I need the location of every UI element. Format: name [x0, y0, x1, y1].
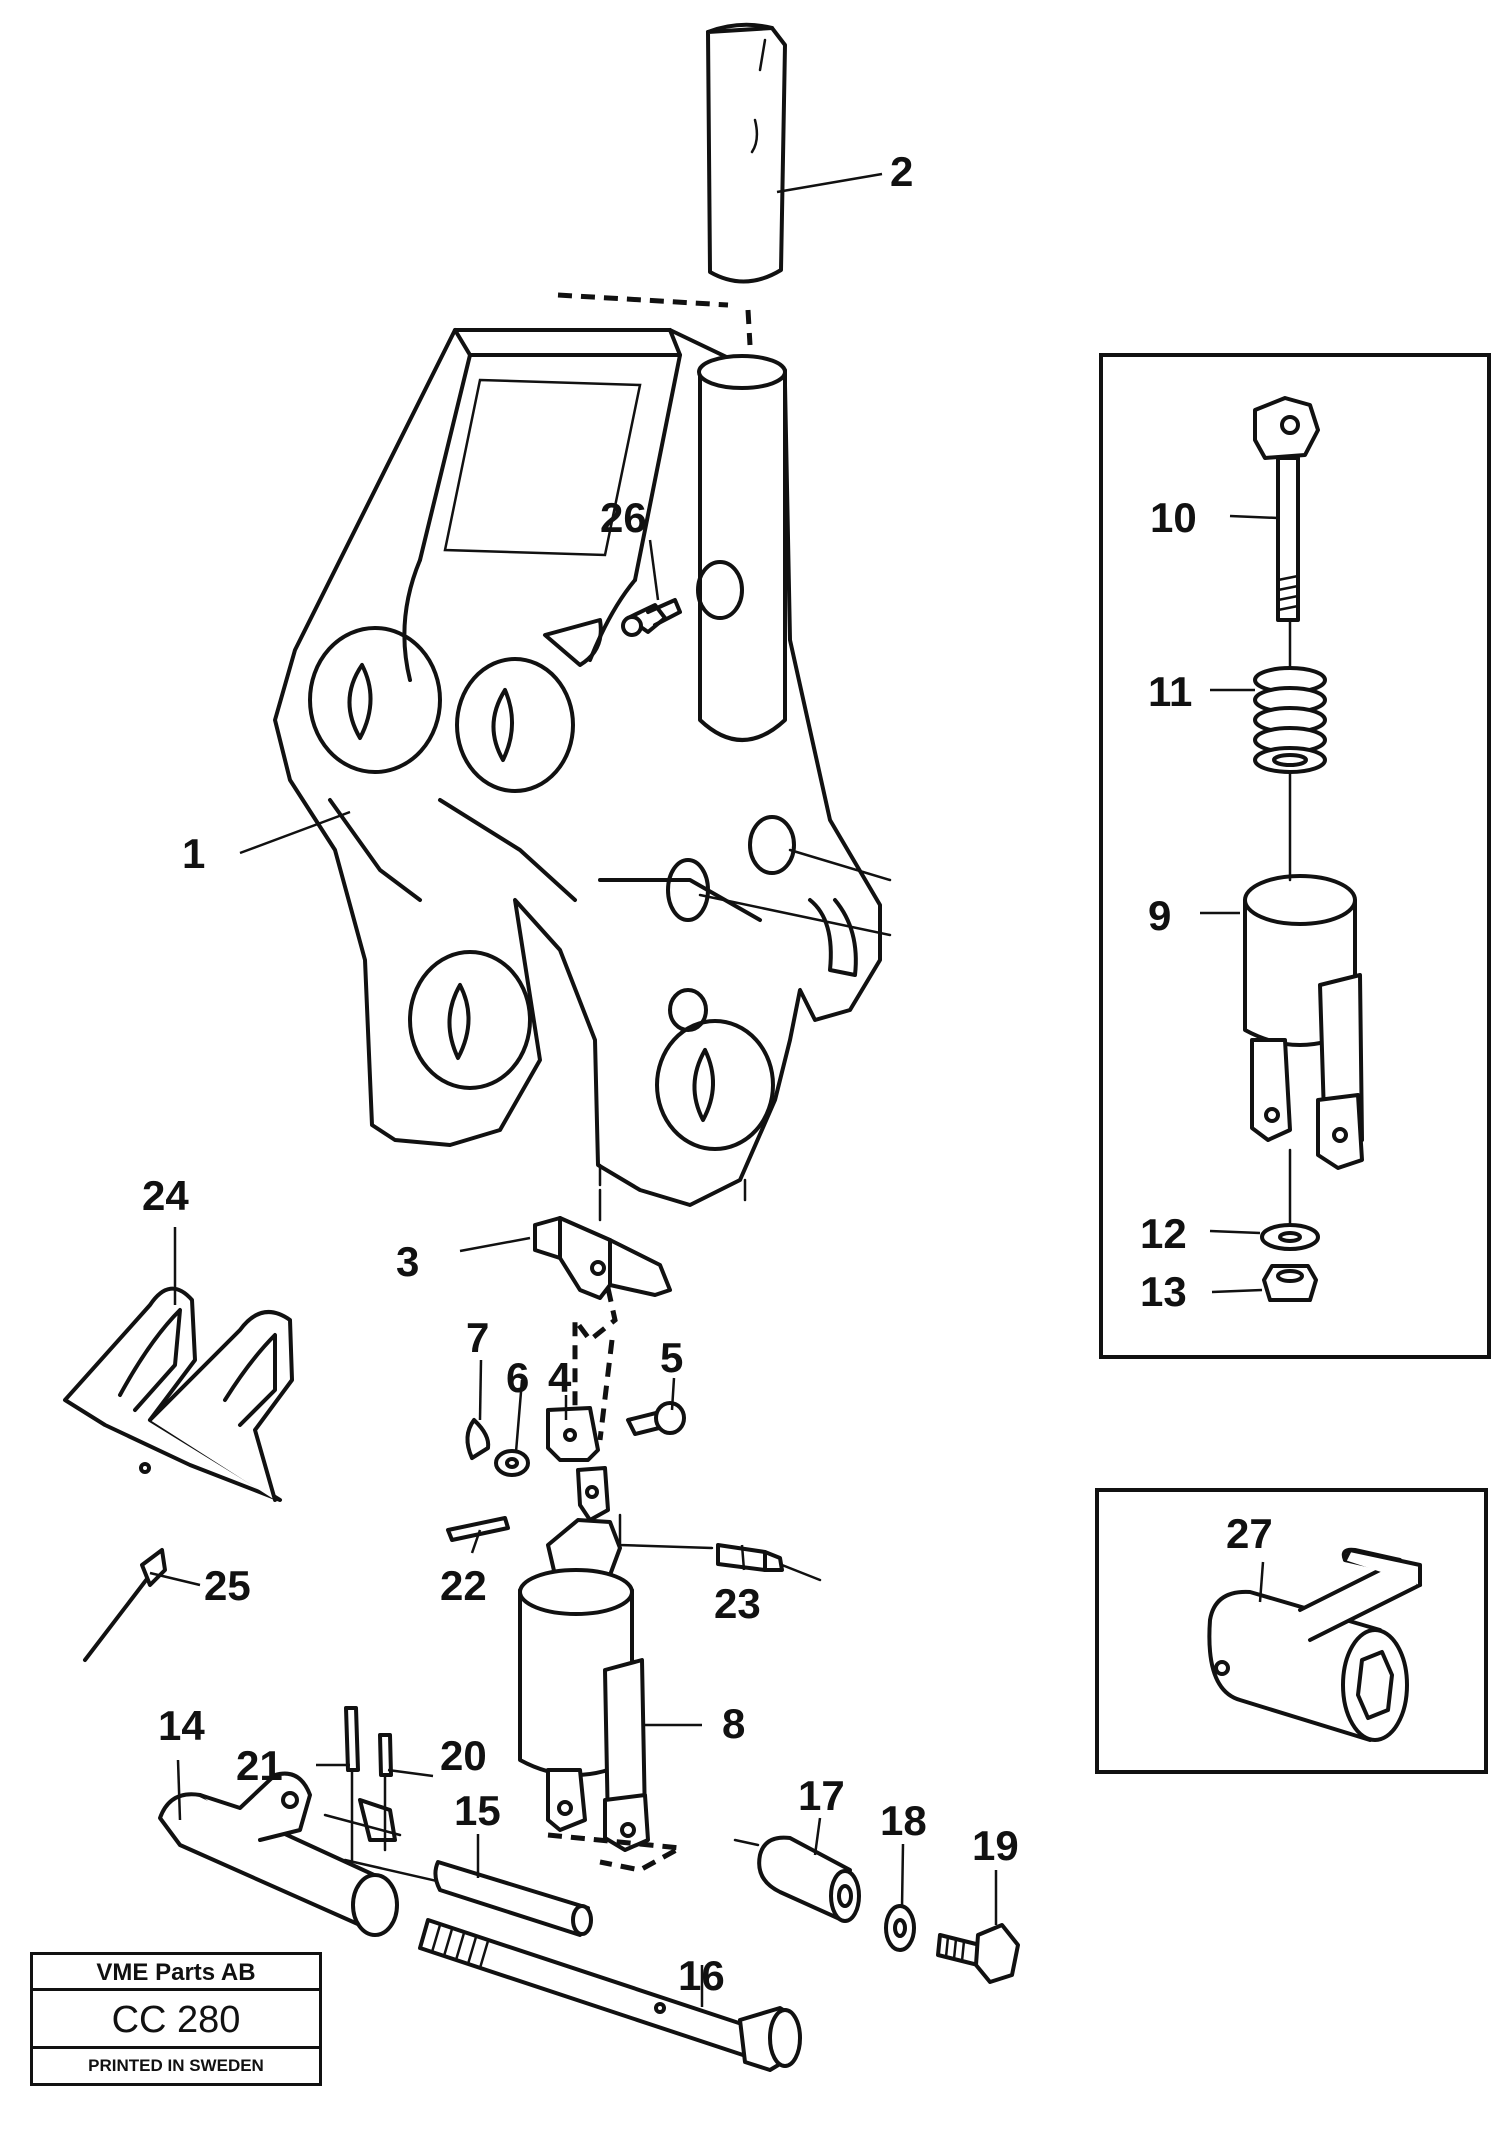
part-4-link — [546, 1406, 610, 1522]
stamp-printed-note: PRINTED IN SWEDEN — [88, 2056, 264, 2075]
callout-7: 7 — [466, 1314, 489, 1361]
part-1-main-frame — [273, 328, 892, 1222]
detail-box-9-13 — [1099, 353, 1491, 1359]
part-14-shaft — [158, 1771, 522, 1937]
leader-lines — [149, 172, 1279, 2007]
part-17-bushing — [733, 1835, 861, 1923]
part-20-pin — [378, 1733, 393, 1852]
callout-25: 25 — [204, 1562, 251, 1609]
part-10-rod — [1253, 396, 1320, 622]
detail-box-27 — [1095, 1488, 1488, 1774]
assembly-line-3 — [572, 1287, 618, 1441]
part-11-spring-washer — [1253, 666, 1327, 774]
callout-18: 18 — [880, 1797, 927, 1844]
part-25-rivet — [83, 1548, 167, 1662]
part-5-clevis-pin — [626, 1401, 686, 1436]
callout-9: 9 — [1148, 892, 1171, 939]
callout-17: 17 — [798, 1772, 845, 1819]
part-23-dowel — [618, 1513, 822, 1582]
part-27-socket-tool — [1207, 1547, 1422, 1742]
callout-14: 14 — [158, 1702, 205, 1749]
part-6-washer — [494, 1449, 530, 1477]
callout-24: 24 — [142, 1172, 189, 1219]
callout-11: 11 — [1148, 668, 1192, 715]
callout-23: 23 — [714, 1580, 761, 1627]
callout-27: 27 — [1226, 1510, 1273, 1557]
callout-26: 26 — [600, 494, 647, 541]
callout-8: 8 — [722, 1700, 745, 1747]
callout-20: 20 — [440, 1732, 487, 1779]
part-8-cylinder — [518, 1518, 650, 1852]
callout-4: 4 — [548, 1354, 572, 1401]
callout-5: 5 — [660, 1334, 683, 1381]
part-16-threaded-shaft — [418, 1918, 802, 2072]
callout-10: 10 — [1150, 494, 1197, 541]
part-21-pin — [344, 1706, 360, 1862]
callout-16: 16 — [678, 1952, 725, 1999]
callout-13: 13 — [1140, 1268, 1187, 1315]
stamp-company: VME Parts AB — [33, 1955, 319, 1991]
callout-19: 19 — [972, 1822, 1019, 1869]
part-7-split-pin — [465, 1418, 491, 1460]
callout-22: 22 — [440, 1562, 487, 1609]
part-19-bolt — [936, 1923, 1020, 1984]
part-9-cylinder — [1243, 874, 1364, 1170]
callout-6: 6 — [506, 1354, 529, 1401]
part-2-pin — [706, 22, 787, 284]
callout-12: 12 — [1140, 1210, 1187, 1257]
part-13-nut — [1262, 1264, 1318, 1302]
part-18-washer — [884, 1904, 916, 1952]
callout-1: 1 — [182, 830, 205, 877]
part-3-latch — [533, 1216, 672, 1300]
part-15-rod — [433, 1860, 593, 1937]
callout-3: 3 — [396, 1238, 419, 1285]
part-12-washer — [1260, 1223, 1320, 1251]
part-24-spring-clip — [63, 1286, 294, 1502]
callout-21: 21 — [236, 1742, 283, 1789]
assembly-line-2 — [557, 292, 753, 346]
part-26-grease-nipple — [621, 598, 682, 637]
callout-2: 2 — [890, 148, 913, 195]
callout-15: 15 — [454, 1787, 501, 1834]
title-stamp: VME Parts AB CC 280 PRINTED IN SWEDEN — [30, 1952, 322, 2086]
part-22-roll-pin — [446, 1516, 510, 1542]
stamp-drawing-code: CC 280 — [33, 1991, 319, 2049]
